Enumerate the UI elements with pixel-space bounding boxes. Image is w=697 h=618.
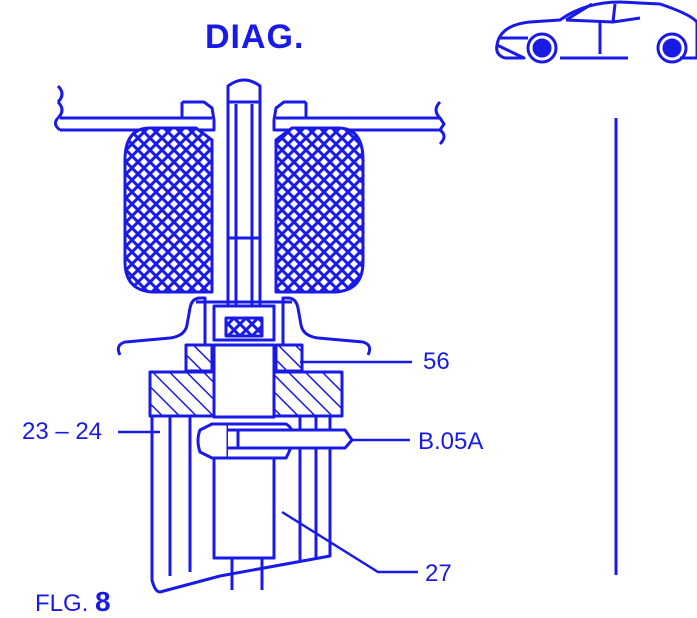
page-title: DIAG.	[205, 18, 305, 56]
figure-number: 8	[95, 586, 111, 617]
car-side-icon	[495, 0, 697, 64]
figure-caption: FLG. 8	[35, 586, 111, 618]
mechanism-drawing	[53, 78, 446, 594]
callout-b05a: B.05A	[418, 428, 484, 455]
leader-lines	[118, 360, 418, 574]
callout-27: 27	[425, 560, 452, 587]
figure-prefix: FLG.	[35, 590, 89, 617]
callout-23-24: 23 – 24	[22, 418, 103, 445]
callout-56: 56	[423, 348, 450, 375]
